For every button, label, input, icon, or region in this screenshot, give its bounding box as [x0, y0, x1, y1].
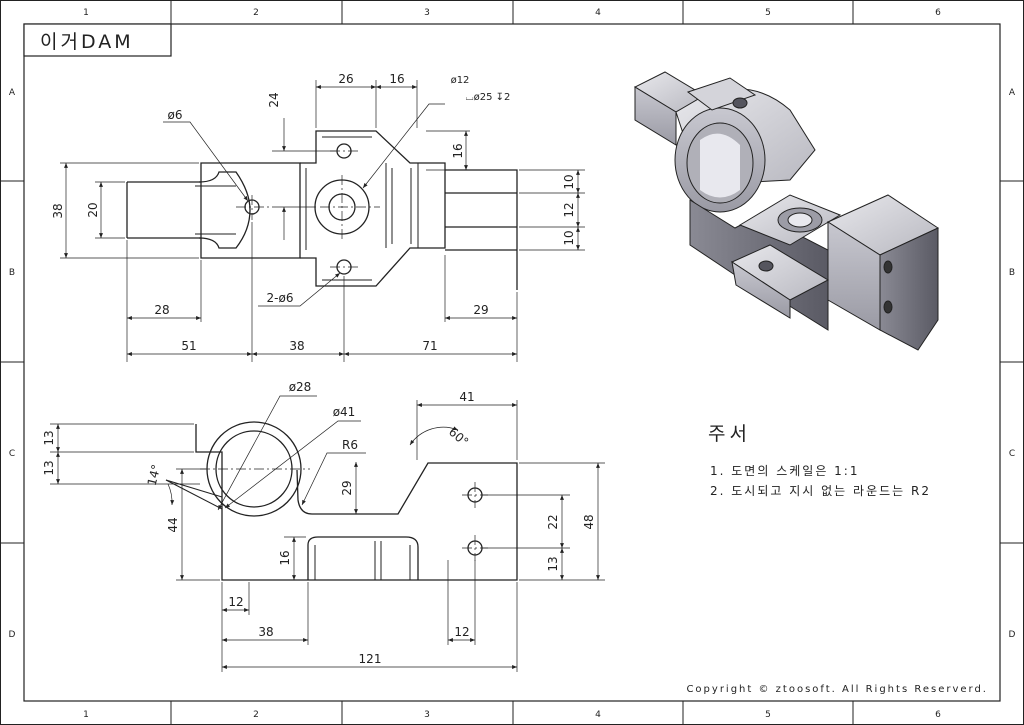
grid-col-1-top: 1: [83, 8, 89, 18]
dim-12: 12: [562, 202, 576, 217]
grid-row-b-left: B: [9, 268, 15, 278]
dim-38-height: 38: [51, 203, 65, 218]
isometric-view: [633, 71, 940, 351]
dim-48: 48: [582, 514, 596, 529]
dim-41: 41: [459, 390, 474, 404]
dim-22: 22: [546, 514, 560, 529]
dim-12-right: 12: [454, 625, 469, 639]
dim-38: 38: [258, 625, 273, 639]
dim-28: 28: [154, 303, 169, 317]
top-view-dimension-lines: [60, 80, 585, 362]
dim-29: 29: [473, 303, 488, 317]
dim-10-lower: 10: [562, 230, 576, 245]
grid-col-3-top: 3: [424, 8, 430, 18]
top-view-centerlines: [236, 150, 380, 268]
dim-13-right: 13: [546, 556, 560, 571]
grid-col-5-top: 5: [765, 8, 771, 18]
dim-121: 121: [359, 652, 382, 666]
dim-29: 29: [340, 480, 354, 495]
grid-col-6-top: 6: [935, 8, 941, 18]
dim-counterbore: ⌴ø25 ↧2: [466, 92, 511, 103]
dim-16: 16: [278, 550, 292, 565]
front-view-dimension-lines: [50, 395, 605, 672]
notes-heading: 주서: [708, 423, 751, 445]
grid-col-2-bottom: 2: [253, 710, 259, 720]
grid-col-4-top: 4: [595, 8, 601, 18]
dim-r6: R6: [342, 438, 358, 452]
grid-row-c-right: C: [1009, 449, 1015, 459]
grid-labels: 1 2 3 4 5 6 1 2 3 4 5 6 A B C D A B C D: [9, 8, 1016, 720]
notes-line-1: 1. 도면의 스케일은 1:1: [710, 464, 860, 478]
dim-24: 24: [267, 92, 281, 107]
dim-71: 71: [422, 339, 437, 353]
grid-col-3-bottom: 3: [424, 710, 430, 720]
grid-row-a-right: A: [1009, 88, 1016, 98]
dim-14-deg: 14°: [145, 463, 164, 487]
notes: 주서 1. 도면의 스케일은 1:1 2. 도시되고 지시 없는 라운드는 R2: [708, 423, 931, 498]
grid-col-2-top: 2: [253, 8, 259, 18]
grid-col-6-bottom: 6: [935, 710, 941, 720]
copyright: Copyright © ztoosoft. All Rights Reserve…: [686, 684, 988, 695]
dim-hole-6: ø6: [168, 108, 183, 122]
front-view: [165, 421, 518, 581]
dim-hole-12: ø12: [451, 75, 470, 86]
front-view-dimension-texts: ø28 ø41 R6 41 60° 13 13 14° 44 29 16 22 …: [42, 380, 596, 666]
dim-26: 26: [338, 72, 353, 86]
dim-44: 44: [166, 517, 180, 532]
dim-13-lower: 13: [42, 460, 56, 475]
grid-row-b-right: B: [1009, 268, 1015, 278]
dim-2-holes: 2-ø6: [267, 291, 294, 305]
dim-16-top: 16: [389, 72, 404, 86]
notes-line-2: 2. 도시되고 지시 없는 라운드는 R2: [710, 484, 931, 498]
dim-10-upper: 10: [562, 174, 576, 189]
grid-row-d-left: D: [9, 630, 16, 640]
dim-60-deg: 60°: [446, 425, 471, 449]
dim-12-left: 12: [228, 595, 243, 609]
grid-row-a-left: A: [9, 88, 16, 98]
grid-row-d-right: D: [1009, 630, 1016, 640]
dim-38-width: 38: [289, 339, 304, 353]
grid-col-5-bottom: 5: [765, 710, 771, 720]
dim-dia-41: ø41: [333, 405, 356, 419]
dim-13-upper: 13: [42, 430, 56, 445]
grid-col-1-bottom: 1: [83, 710, 89, 720]
dim-51: 51: [181, 339, 196, 353]
grid-col-4-bottom: 4: [595, 710, 601, 720]
dim-20: 20: [86, 202, 100, 217]
dim-dia-28: ø28: [289, 380, 312, 394]
drawing-title: 이거DAM: [40, 31, 134, 53]
dim-16-right: 16: [451, 143, 465, 158]
top-view-dimension-texts: 26 16 24 ø6 ø12 ⌴ø25 ↧2 16 38 20 10 12 1…: [51, 72, 576, 353]
grid-row-c-left: C: [9, 449, 15, 459]
title-block: 이거DAM: [23, 23, 172, 57]
